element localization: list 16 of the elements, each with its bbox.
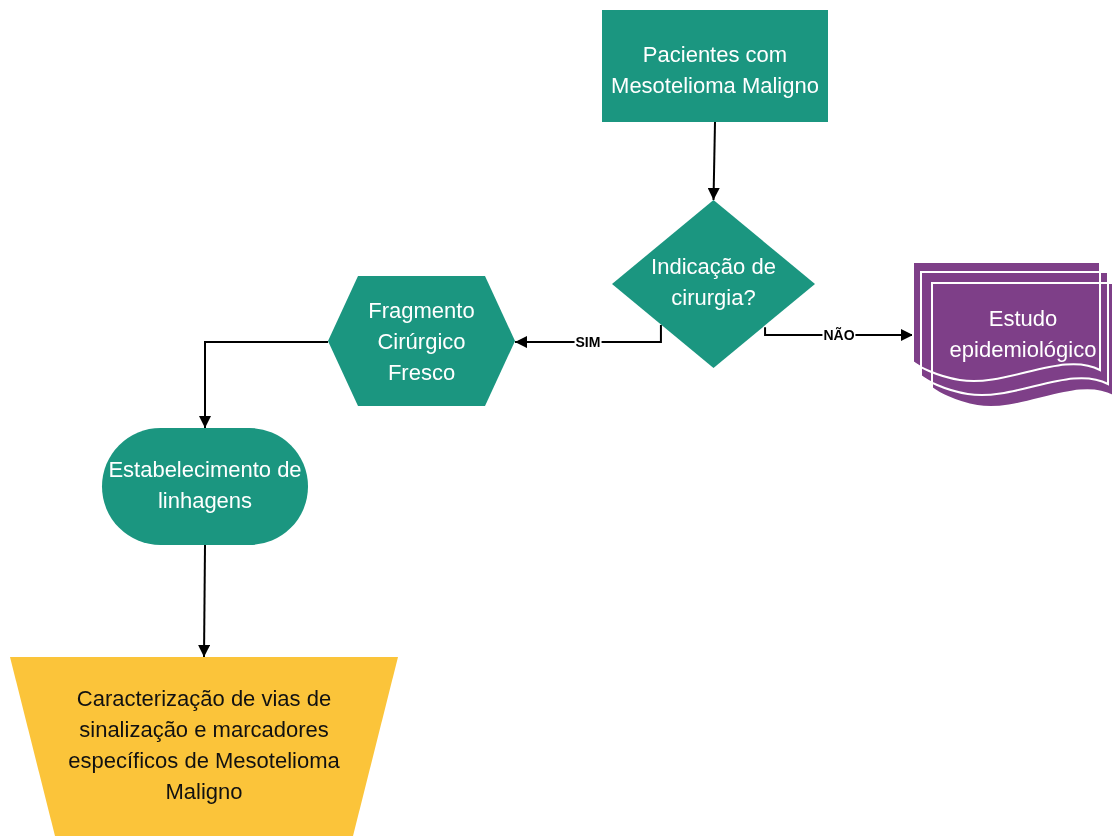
edge-label: NÃO (822, 327, 856, 343)
multi-document-shape (913, 262, 1113, 406)
node-label: Pacientes com Mesotelioma Maligno (610, 41, 820, 100)
node-label: Estudo epidemiológico (948, 305, 1098, 364)
process-box (602, 10, 828, 122)
decision-diamond (612, 200, 815, 368)
arrow (199, 341, 329, 429)
node-label: Estabelecimento de linhagens (107, 456, 303, 515)
node-label: Caracterização de vias de sinalização e marcadores específicos de Mesotelioma Maligno (67, 685, 341, 806)
preparation-hexagon (328, 276, 515, 406)
arrow (198, 544, 211, 658)
node-label: Indicação de cirurgia? (650, 253, 777, 312)
terminal-shape (102, 428, 308, 545)
arrow (707, 121, 720, 201)
node-label: Fragmento Cirúrgico Fresco (367, 296, 476, 387)
manual-operation-trapezoid (10, 657, 398, 836)
